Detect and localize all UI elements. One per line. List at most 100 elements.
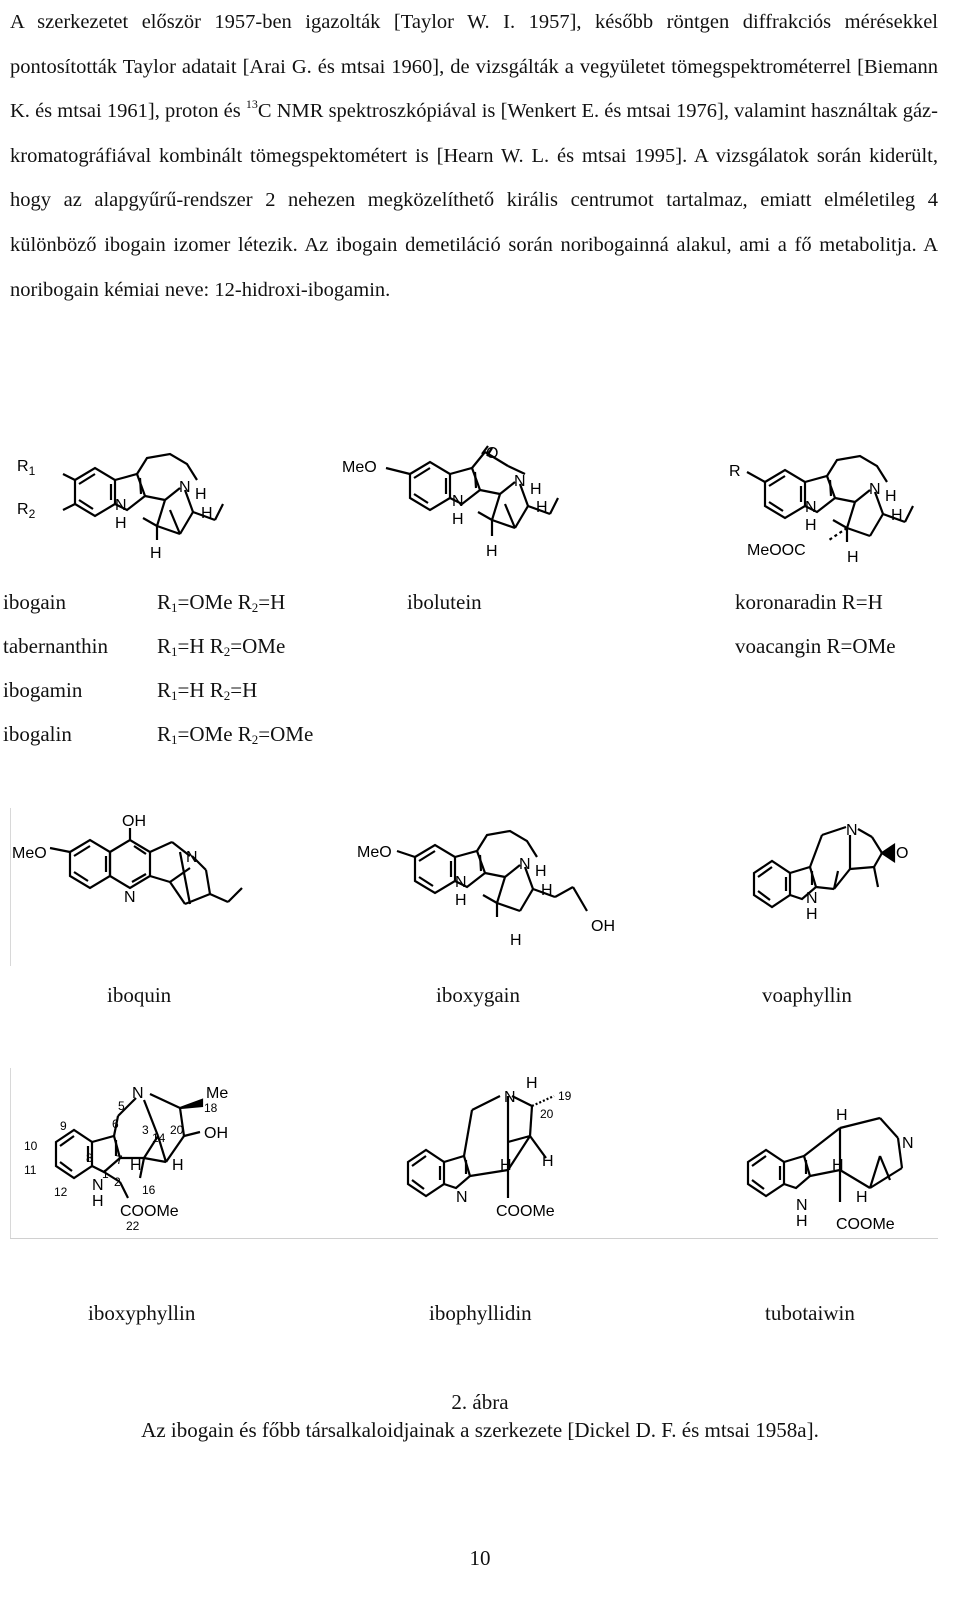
meo-label: MeO (342, 459, 377, 476)
atom-n: N (514, 473, 526, 490)
meo-label: MeO (12, 845, 47, 862)
atom-h: H (452, 511, 464, 528)
oh-label: OH (591, 918, 615, 935)
atom-h: H (486, 543, 498, 560)
atom-h: H (542, 1153, 554, 1170)
atom-h: H (150, 545, 162, 562)
atom-n: N (846, 822, 858, 839)
atom-h: H (510, 932, 522, 949)
atom-h: H (806, 906, 818, 923)
atom-number: 18 (204, 1101, 218, 1115)
atom-h: H (455, 892, 467, 909)
atom-h: H (92, 1193, 104, 1210)
label-iboxygain: iboxygain (436, 983, 520, 1007)
atom-number: 22 (126, 1219, 140, 1233)
atom-number: 20 (170, 1123, 184, 1137)
structure-ibolutein: MeO O N H N H H H (340, 440, 580, 570)
substituents-ibogain: R1=OMe R2=H (157, 590, 286, 615)
atom-h: H (796, 1213, 808, 1230)
atom-n: N (869, 481, 881, 498)
label-ibophyllidin: ibophyllidin (429, 1301, 532, 1325)
atom-h: H (885, 488, 897, 505)
label-iboquin: iboquin (107, 983, 172, 1007)
label-koronaradin: koronaradin R=H (735, 590, 883, 614)
atom-number: 19 (558, 1089, 572, 1103)
atom-number: 12 (54, 1185, 68, 1199)
atom-number: 5 (118, 1099, 125, 1113)
figure-frame-line (10, 1238, 938, 1239)
oh-label: OH (204, 1125, 228, 1142)
coome-label: COOMe (496, 1203, 555, 1220)
figure-frame-line (10, 1068, 11, 1238)
atom-h: H (201, 505, 213, 522)
atom-h: H (195, 486, 207, 503)
atom-n: N (455, 874, 467, 891)
atom-h: H (856, 1189, 868, 1206)
label-tabernanthin: tabernanthin (3, 634, 108, 658)
oh-label: OH (122, 813, 146, 830)
atom-h: H (891, 507, 903, 524)
label-tubotaiwin: tubotaiwin (765, 1301, 855, 1325)
structure-voaphyllin: N O N H (742, 815, 917, 925)
atom-n: N (805, 499, 817, 516)
atom-number: 7 (116, 1153, 123, 1167)
figure-frame-line (10, 808, 11, 966)
atom-o: O (896, 845, 908, 862)
atom-h: H (805, 517, 817, 534)
atom-h: H (500, 1157, 512, 1174)
atom-number: 8 (86, 1151, 93, 1165)
paragraph-part-2: C NMR spektroszkópiával is [Wenkert E. é… (10, 100, 938, 301)
atom-n: N (124, 889, 136, 906)
atom-h: H (535, 863, 547, 880)
structure-iboxyphyllin: N Me OH N H H H COOMe 5 6 3 14 20 18 9 1… (20, 1078, 270, 1238)
superscript-13: 13 (245, 97, 258, 112)
atom-h: H (847, 549, 859, 566)
atom-h: H (541, 882, 553, 899)
substituents-ibogalin: R1=OMe R2=OMe (157, 722, 314, 747)
structure-koronaradin-core: R N H N H H MeOOC H (725, 450, 950, 570)
atom-n: N (179, 479, 191, 496)
coome-label: COOMe (836, 1216, 895, 1233)
structure-iboxygain: MeO N H N H H H OH (355, 825, 630, 950)
atom-n: N (806, 890, 818, 907)
r1-label: R1 (17, 458, 36, 478)
atom-n: N (902, 1135, 914, 1152)
atom-o: O (486, 445, 498, 462)
atom-number: 14 (152, 1131, 166, 1145)
atom-n: N (115, 497, 127, 514)
meo-label: MeO (357, 844, 392, 861)
figure-caption: Az ibogain és főbb társalkaloidjainak a … (141, 1418, 819, 1442)
structure-iboquin: OH MeO N N (10, 812, 270, 922)
atom-n: N (92, 1177, 104, 1194)
structure-tubotaiwin: N H H H N H COOMe (740, 1098, 935, 1238)
atom-h: H (836, 1107, 848, 1124)
paragraph-part-1: A szerkezetet először 1957-ben igazolták… (10, 11, 938, 123)
atom-n: N (132, 1085, 144, 1102)
body-paragraph: A szerkezetet először 1957-ben igazolták… (10, 0, 938, 312)
atom-number: 11 (24, 1163, 37, 1177)
atom-h: H (530, 481, 542, 498)
atom-n: N (796, 1197, 808, 1214)
atom-n: N (186, 849, 198, 866)
page-number: 10 (469, 1546, 491, 1570)
label-ibogain: ibogain (3, 590, 66, 614)
label-ibolutein: ibolutein (407, 590, 482, 614)
atom-h: H (130, 1157, 142, 1174)
atom-h: H (526, 1075, 538, 1092)
r2-label: R2 (17, 501, 36, 521)
label-voacangin: voacangin R=OMe (735, 634, 896, 658)
atom-n: N (456, 1189, 468, 1206)
atom-h: H (536, 499, 548, 516)
atom-n: N (504, 1089, 516, 1106)
atom-h: H (172, 1157, 184, 1174)
structure-ibophyllidin: N H 19 20 N H H COOMe (400, 1070, 590, 1225)
atom-number: 16 (142, 1183, 156, 1197)
label-ibogamin: ibogamin (3, 678, 83, 702)
atom-number: 1 (102, 1167, 109, 1181)
coome-label: COOMe (120, 1203, 179, 1220)
r-label: R (729, 463, 741, 480)
label-iboxyphyllin: iboxyphyllin (88, 1301, 196, 1325)
atom-h: H (115, 515, 127, 532)
atom-n: N (452, 493, 464, 510)
atom-number: 10 (24, 1139, 38, 1153)
